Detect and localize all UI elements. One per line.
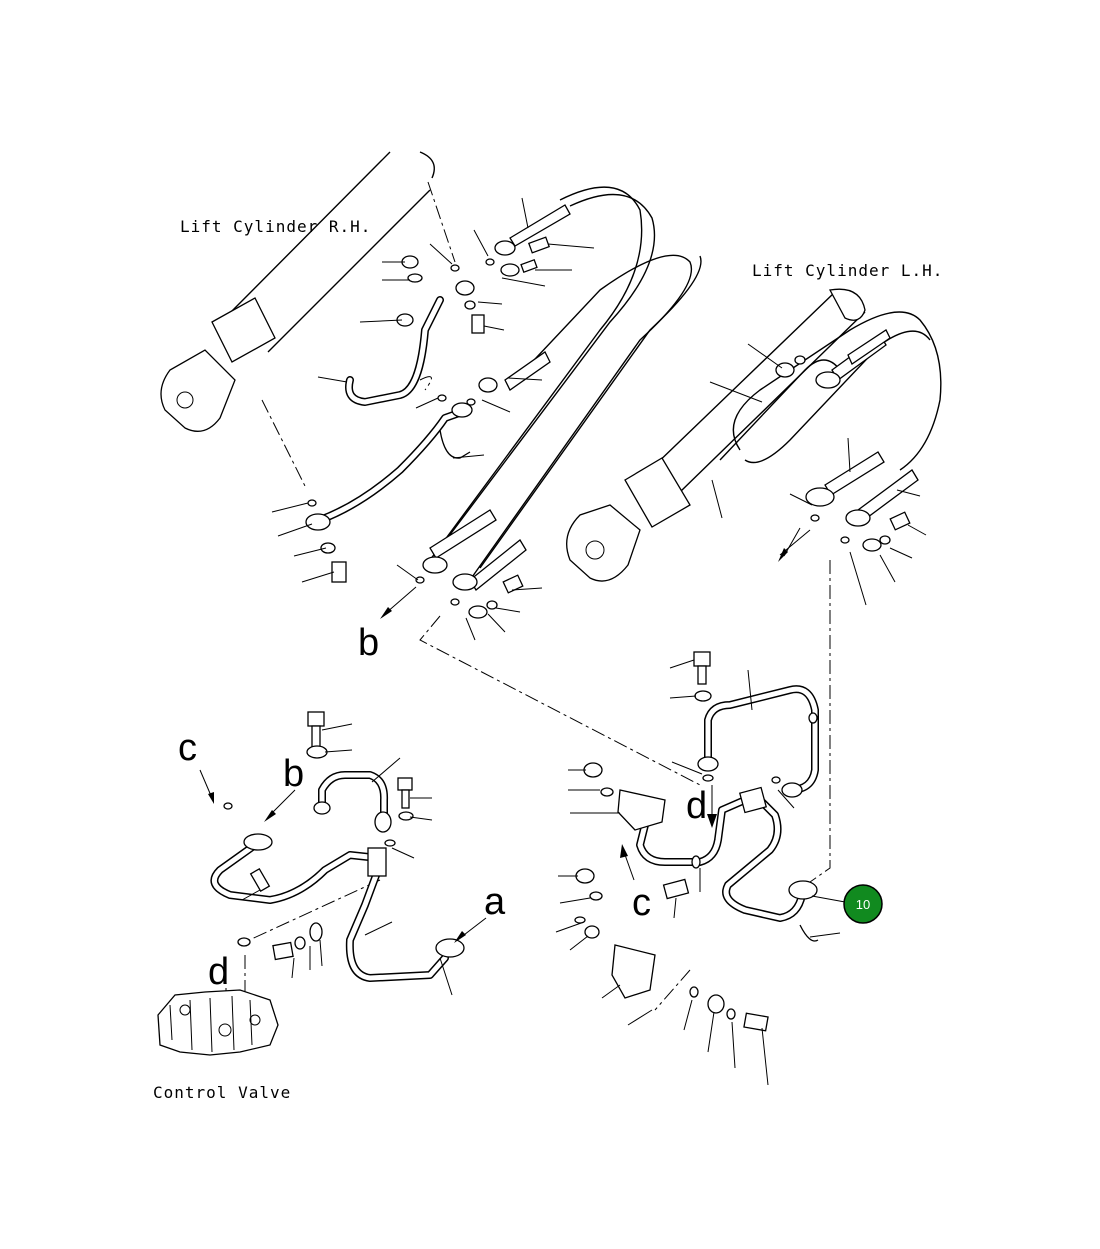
lift-cylinder-lh [566, 288, 942, 582]
lift-cylinder-rh [160, 151, 435, 432]
lower-right-leaders [555, 659, 841, 1086]
control-valve-label: Control Valve [153, 1083, 291, 1102]
lift-cylinder-rh-label: Lift Cylinder R.H. [180, 217, 371, 236]
lh-leaders [709, 343, 927, 606]
connection-letter-c-right: c [632, 882, 651, 924]
rh-small-tube [305, 296, 471, 531]
connection-letter-b-top: b [358, 622, 379, 664]
lh-fasteners [775, 355, 911, 552]
rh-fasteners [307, 236, 551, 619]
lift-cylinder-lh-label: Lift Cylinder L.H. [752, 261, 943, 280]
callout-number[interactable]: 10 [856, 897, 870, 912]
lower-right-brackets [611, 789, 819, 999]
connection-letter-d-left: d [208, 951, 229, 993]
lower-left-tubes [210, 771, 465, 982]
lower-right-fasteners [574, 651, 781, 1032]
callout-badge[interactable]: 10 [843, 884, 883, 924]
lower-right-tubes [636, 685, 819, 922]
rh-leaders [271, 197, 595, 641]
control-valve [157, 989, 279, 1056]
connection-letter-a-left: a [484, 881, 506, 923]
connection-letter-c-left: c [178, 727, 197, 769]
callout-badge-circle[interactable] [843, 884, 883, 924]
callout-leader [811, 895, 846, 903]
lower-left-fasteners [223, 711, 414, 961]
connection-letter-b-left: b [283, 753, 304, 795]
connection-b-top [380, 586, 417, 619]
rh-hoses [429, 186, 702, 591]
connection-letter-d-right: d [686, 785, 707, 827]
dashed-connections [244, 181, 831, 1011]
lower-left-leaders [199, 723, 487, 1026]
